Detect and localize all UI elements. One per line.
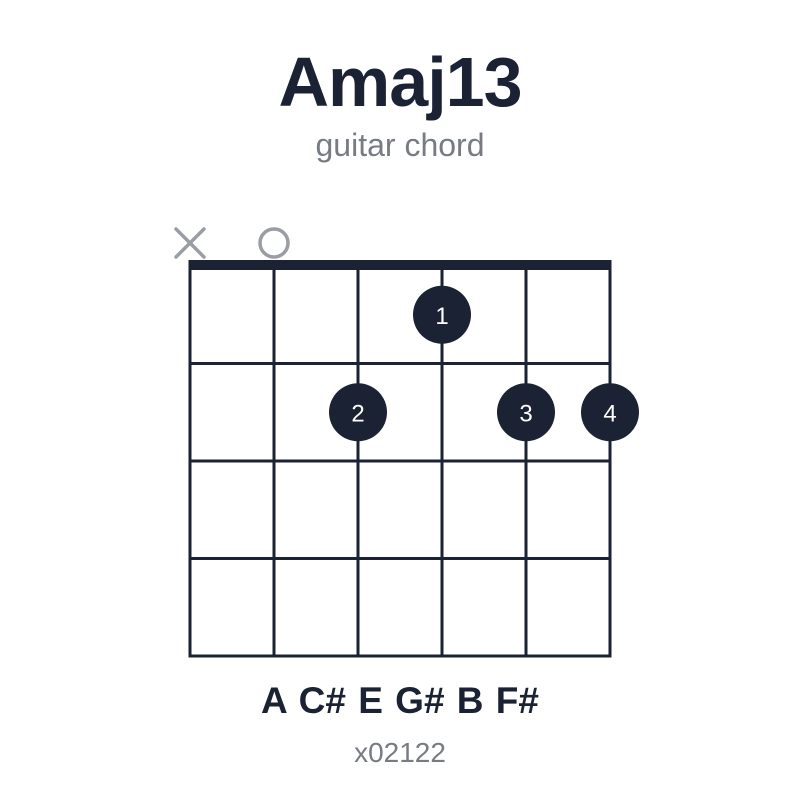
open-string-icon	[258, 227, 290, 259]
finger-dot-circle	[581, 383, 639, 442]
finger-number: 1	[435, 303, 448, 330]
finger-dot-circle	[413, 285, 471, 344]
fretboard-grid	[188, 260, 612, 658]
finger-dot-circle	[497, 383, 555, 442]
finger-number: 2	[351, 400, 364, 427]
finger-dots: 1 2 3 4	[329, 285, 639, 442]
chord-notes: A C# E G# B F#	[261, 680, 539, 721]
finger-dot: 3	[497, 383, 555, 442]
muted-string-icon	[174, 227, 206, 259]
muted-stroke	[174, 227, 206, 259]
finger-dot-circle	[329, 383, 387, 442]
chord-title: Amaj13	[278, 43, 522, 121]
chord-fingering: x02122	[354, 737, 446, 768]
finger-number: 3	[519, 400, 532, 427]
chord-subtitle: guitar chord	[315, 127, 485, 163]
finger-dot: 1	[413, 285, 471, 344]
nut-bar	[188, 260, 612, 270]
finger-dot: 2	[329, 383, 387, 442]
finger-number: 4	[603, 400, 616, 427]
string-markers	[174, 227, 290, 259]
finger-dot: 4	[581, 383, 639, 442]
